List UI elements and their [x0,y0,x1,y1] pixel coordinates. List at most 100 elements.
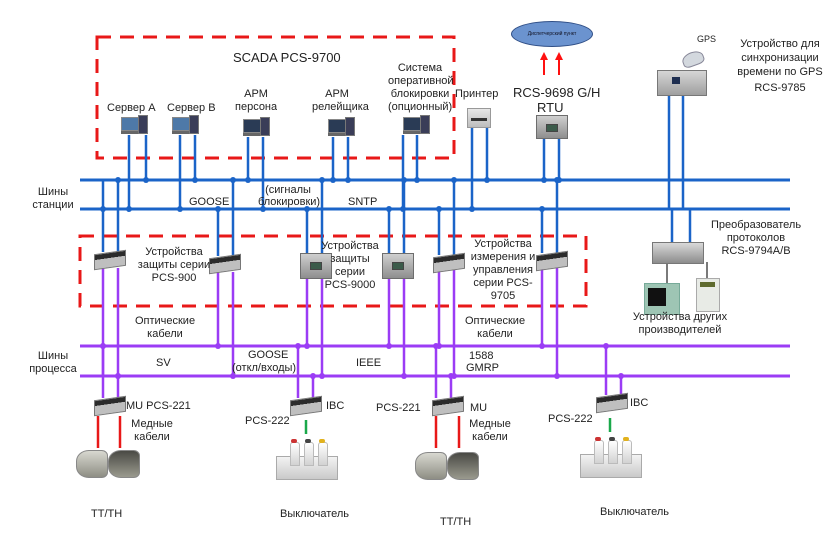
server-a-label: Сервер A [107,102,156,114]
junction-dot [126,206,132,212]
bay-level-dashed-box [78,234,588,308]
copper-cables-label-left: Медные кабели [131,418,173,443]
gps-sync-device[interactable] [657,70,707,96]
converter-label: Преобразователь протоколов RCS-9794A/B [710,219,802,257]
server-b-label: Сервер B [167,102,216,114]
mu2-label: MU [470,402,488,414]
current-transformer-left [76,450,108,478]
ibc2-model: PCS-222 [548,413,593,425]
junction-dot [386,206,392,212]
junction-dot [469,206,475,212]
pcs-9000-label: Устройства защиты серии PCS-9000 [321,240,379,291]
voltage-transformer-left [108,450,140,478]
arm-operator-computer[interactable] [243,117,270,137]
station-bus-label-1: Шины [37,186,69,198]
junction-dot [230,373,236,379]
rtu-label-line2: RTU [537,100,564,115]
printer-label: Принтер [455,88,499,100]
station-bus-protocol-sntp: SNTP [348,196,378,208]
junction-dot [260,206,266,212]
pcs-9705-label: Устройства измерения и управления серии … [470,238,536,302]
junction-dot [539,206,545,212]
junction-dot [541,177,547,183]
gps-model: RCS-9785 [754,82,806,94]
ibc1-label: IBC [326,400,345,412]
pcs-900-label: Устройства защиты серии PCS-900 [137,246,211,284]
printer-device[interactable] [467,108,491,128]
arm-operator-label: АРМ персонала [235,88,277,113]
junction-dot [304,343,310,349]
scada-title: SCADA PCS-9700 [233,50,341,65]
ct-vt-label-right: TT/TH [440,516,472,528]
junction-dot [330,177,336,183]
circuit-breaker-left [272,438,342,480]
junction-dot [401,373,407,379]
junction-dot [319,177,325,183]
junction-dot [245,177,251,183]
dispatch-label: Диспетчерский пункт [527,31,577,37]
process-bus-protocol-ieee: IEEE [356,357,382,369]
mu2-model: PCS-221 [376,402,421,414]
process-bus-protocol-1588: 1588 [469,350,494,362]
copper-cables-label-right: Медные кабели [469,418,511,443]
junction-dot [345,177,351,183]
ibc1-model: PCS-222 [245,415,290,427]
junction-dot [115,373,121,379]
station-bus-protocol-interlock-1: (сигналы [265,184,311,196]
junction-dot [100,343,106,349]
process-bus-protocol-goose-2: (откл/входы) [232,362,297,374]
junction-dot [400,206,406,212]
junction-dot [451,177,457,183]
mu1-label: MU PCS-221 [126,400,191,412]
junction-dot [433,343,439,349]
station-bus-protocol-goose: GOOSE [189,196,230,208]
gps-label-line1: Устройство для [740,38,820,50]
rtu-label-line1: RCS-9698 G/H [513,85,601,100]
junction-dot [215,343,221,349]
third-party-device-1[interactable] [644,283,680,315]
junction-dot [618,373,624,379]
junction-dot [215,206,221,212]
junction-dot [115,177,121,183]
arm-relay-computer[interactable] [328,117,355,137]
junction-dot [436,206,442,212]
ct-vt-label-left: TT/TH [91,508,123,520]
junction-dot [539,343,545,349]
junction-dot [414,177,420,183]
junction-dot [192,177,198,183]
optical-cables-label-right: Оптические кабели [464,315,526,340]
voltage-transformer-right [447,452,479,480]
arm-relay-label: АРМ релейщика [312,88,369,113]
pcs-9000-device[interactable] [382,253,414,279]
optical-cables-label-left: Оптические кабели [134,315,196,340]
dispatch-center: Диспетчерский пункт [511,21,593,47]
junction-dot [304,206,310,212]
dispatch-arrows [540,52,563,75]
junction-dot [177,206,183,212]
rtu-device[interactable] [536,115,568,139]
gps-label-line2: синхронизации [741,52,819,64]
junction-dot [603,343,609,349]
junction-dot [401,177,407,183]
server-b-computer[interactable] [172,115,199,135]
junction-dot [295,343,301,349]
ibc2-label: IBC [630,397,649,409]
process-bus-protocol-sv: SV [156,357,171,369]
interlock-computer[interactable] [403,115,430,135]
protocol-converter-device[interactable] [652,242,704,264]
junction-dot [310,373,316,379]
server-a-computer[interactable] [121,115,148,135]
gps-antenna-label: GPS [697,34,717,44]
current-transformer-right [415,452,447,480]
junction-dot [143,177,149,183]
breaker-label-left: Выключатель [280,508,350,520]
junction-dot [448,373,454,379]
junction-dot [484,177,490,183]
circuit-breaker-right [576,436,646,478]
third-party-device-2[interactable] [696,278,720,312]
process-bus-label-1: Шины [37,350,69,362]
pcs-9000-device[interactable] [300,253,332,279]
station-bus-label-2: станции [32,199,74,211]
